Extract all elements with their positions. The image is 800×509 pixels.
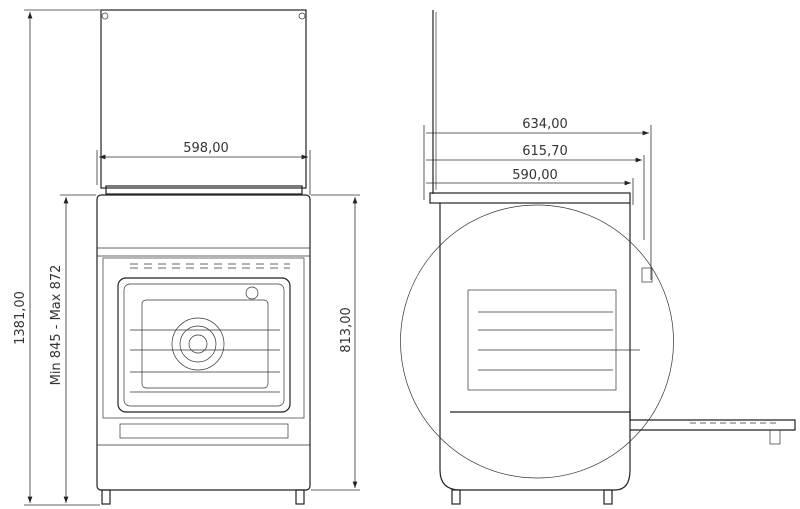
oven-lamp-icon xyxy=(245,286,259,300)
dim-depth-mid: 615,70 xyxy=(522,144,568,159)
foot-left xyxy=(101,489,111,505)
front-view xyxy=(96,9,311,505)
foot-side-front xyxy=(451,489,461,505)
side-body xyxy=(439,203,631,491)
hob-top xyxy=(429,192,631,204)
oven-racks xyxy=(130,329,280,393)
door-vents xyxy=(130,263,290,269)
foot-right xyxy=(295,489,305,505)
dim-adjustable-height: Min 845 - Max 872 xyxy=(49,265,64,386)
side-dimensions xyxy=(423,125,652,280)
knob xyxy=(641,267,653,283)
fan-icon xyxy=(171,317,225,371)
glass-lid xyxy=(100,9,307,189)
oven-window xyxy=(117,277,291,413)
side-view xyxy=(400,10,796,505)
front-dimensions xyxy=(24,9,360,506)
dim-depth-body: 590,00 xyxy=(512,168,558,183)
open-drawer xyxy=(450,411,796,431)
hob-grates xyxy=(105,185,303,195)
dim-depth-overall: 634,00 xyxy=(522,117,568,132)
dim-width: 598,00 xyxy=(183,141,229,156)
foot-side-rear xyxy=(603,489,613,505)
oven-door xyxy=(102,257,305,419)
door-arc xyxy=(400,204,538,479)
oven-cavity-side xyxy=(467,289,617,391)
lid-screw-icon xyxy=(298,12,306,20)
cooker-body xyxy=(96,194,311,491)
oven-cavity xyxy=(141,299,269,389)
dim-overall-height: 1381,00 xyxy=(13,291,28,345)
lid-screw-icon xyxy=(101,12,109,20)
dim-body-height: 813,00 xyxy=(339,307,354,353)
racks-side xyxy=(478,311,613,371)
drawer-handle xyxy=(119,423,289,439)
